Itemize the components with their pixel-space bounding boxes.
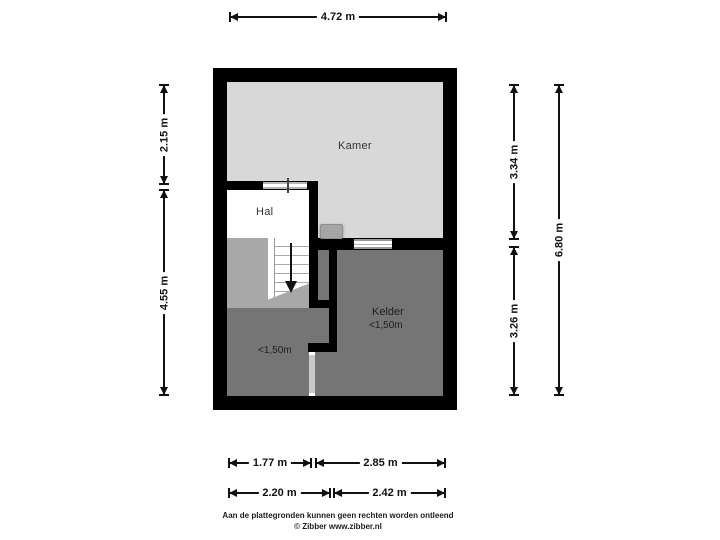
kelder-door: [309, 352, 315, 396]
wall-duct-bottom: [309, 300, 337, 308]
dim-arrow-icon: [322, 489, 330, 497]
stairs-down-arrow-icon: [290, 243, 292, 283]
dim-tick: [554, 394, 564, 396]
dim-arrow-icon: [437, 459, 445, 467]
dim-tick: [159, 183, 169, 185]
dim-arrow-icon: [437, 489, 445, 497]
room-hal-label: Hal: [256, 206, 274, 218]
dim-top-width: 4.72 m: [229, 9, 447, 25]
room-kamer-label: Kamer: [338, 140, 372, 152]
wall-kelder-step: [308, 343, 337, 352]
room-hal: [227, 190, 309, 238]
room-kelder-label: Kelder: [372, 306, 404, 318]
stairs-down-arrowhead-icon: [285, 281, 297, 293]
dim-arrow-icon: [303, 459, 311, 467]
dim-bottom-inner-left: 1.77 m: [228, 455, 312, 471]
room-kelder-height-note: <1,50m: [369, 320, 403, 331]
dim-tick: [159, 394, 169, 396]
dim-arrow-icon: [510, 231, 518, 239]
footer: Aan de plattegronden kunnen geen rechten…: [158, 510, 518, 532]
dim-bottom-inner-right-label: 2.85 m: [359, 455, 402, 471]
dim-bottom-outer-left-label: 2.20 m: [258, 485, 301, 501]
dim-tick: [509, 394, 519, 396]
dim-bottom-inner-left-label: 1.77 m: [248, 455, 292, 471]
dim-left-upper: 2.15 m: [157, 84, 173, 185]
dim-arrow-icon: [160, 176, 168, 184]
dim-arrow-icon: [316, 459, 324, 467]
dim-arrow-icon: [230, 13, 238, 21]
dim-right-total-label: 6.80 m: [552, 218, 568, 262]
dim-bottom-inner-right: 2.85 m: [315, 455, 446, 471]
duct-niche: [318, 250, 329, 300]
dim-left-upper-label: 2.15 m: [157, 113, 173, 156]
dim-bottom-outer-left: 2.20 m: [228, 485, 331, 501]
dim-tick: [444, 458, 446, 468]
dim-arrow-icon: [510, 247, 518, 255]
dim-arrow-icon: [160, 190, 168, 198]
footer-disclaimer: Aan de plattegronden kunnen geen rechten…: [222, 511, 454, 520]
dim-arrow-icon: [160, 85, 168, 93]
dim-bottom-outer-right-label: 2.42 m: [368, 485, 411, 501]
dim-arrow-icon: [160, 387, 168, 395]
dim-right-total: 6.80 m: [552, 84, 568, 396]
floor-object: [320, 224, 343, 239]
low-area-height-note: <1,50m: [258, 345, 292, 356]
kelder-window: [354, 239, 392, 249]
dim-left-lower-label: 4.55 m: [157, 271, 173, 314]
dim-bottom-outer-right: 2.42 m: [333, 485, 446, 501]
dim-arrow-icon: [229, 459, 237, 467]
dim-right-lower: 3.26 m: [507, 246, 523, 396]
dim-top-width-label: 4.72 m: [316, 9, 360, 25]
stairs-stringer: [268, 238, 275, 305]
room-kelder-upper: [337, 250, 443, 308]
dim-tick: [445, 12, 447, 22]
dim-arrow-icon: [229, 489, 237, 497]
dim-arrow-icon: [438, 13, 446, 21]
hal-doorway: [263, 182, 307, 189]
dim-tick: [310, 458, 312, 468]
dim-arrow-icon: [510, 85, 518, 93]
dim-arrow-icon: [555, 387, 563, 395]
dim-left-lower: 4.55 m: [157, 189, 173, 396]
dim-tick: [329, 488, 331, 498]
footer-copyright: © Zibber www.zibber.nl: [294, 522, 382, 531]
window-mullion: [354, 244, 392, 245]
dim-right-upper-label: 3.34 m: [507, 140, 523, 184]
dim-tick: [444, 488, 446, 498]
dim-arrow-icon: [555, 85, 563, 93]
dim-arrow-icon: [334, 489, 342, 497]
dim-tick: [509, 238, 519, 240]
dim-arrow-icon: [510, 387, 518, 395]
doorway-center-tick: [287, 178, 289, 193]
dim-right-lower-label: 3.26 m: [507, 299, 523, 343]
dim-right-upper: 3.34 m: [507, 84, 523, 240]
